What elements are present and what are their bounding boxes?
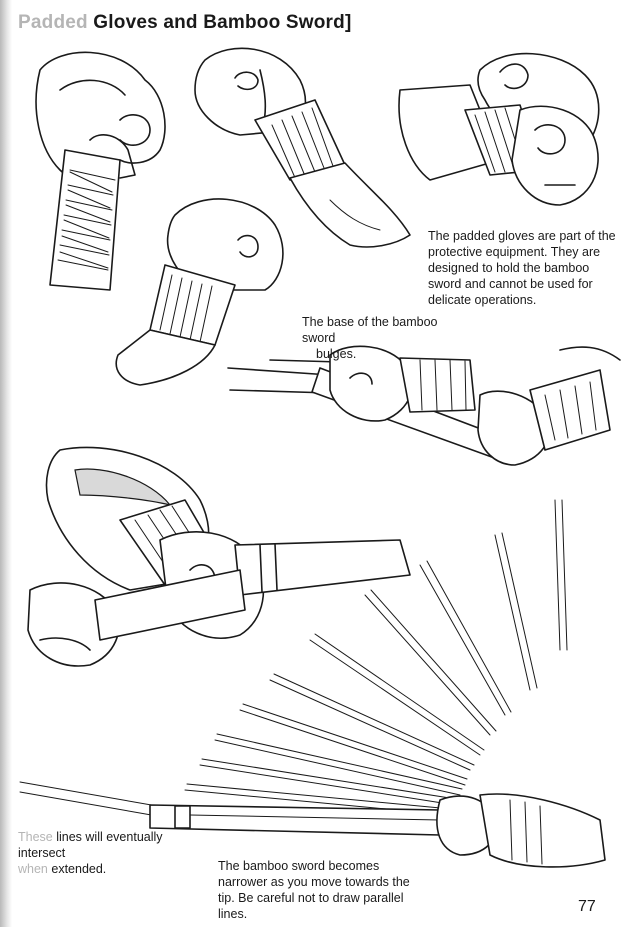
caption-sword-narrowing: The bamboo sword becomes narrower as you… [218, 859, 410, 921]
title-faded-prefix: Padded [18, 12, 88, 33]
title-text: Gloves and Bamboo Sword] [87, 12, 352, 33]
long-bamboo-sword-illustration [19, 781, 606, 868]
page-title: Padded Gloves and Bamboo Sword] [18, 12, 351, 34]
caption-intersecting-lines: These lines will eventually intersect wh… [18, 829, 208, 877]
hand-gripping-sword-illustration [227, 345, 621, 466]
caption-lines-text-1: lines will eventually intersect [18, 830, 163, 860]
caption-lines-faded-1: These [18, 830, 53, 844]
caption-padded-gloves: The padded gloves are part of the protec… [428, 229, 616, 307]
glove-illustration-top-center [194, 47, 411, 248]
glove-illustration-middle-left [115, 198, 284, 386]
caption-sword-base-line2: bulges. [316, 347, 357, 361]
caption-lines-faded-2: when [18, 862, 48, 876]
glove-illustration-top-left [35, 51, 166, 291]
glove-illustration-top-right [398, 52, 600, 206]
glove-closeup-illustration [27, 446, 411, 667]
page-number: 77 [578, 898, 596, 915]
caption-lines-text-2: extended. [47, 862, 107, 876]
caption-sword-base: The base of the bamboo sword bulges. [302, 314, 472, 362]
caption-sword-base-line1: The base of the bamboo sword [302, 315, 438, 345]
book-spine-shadow [0, 0, 12, 927]
bamboo-sword-fan-illustration [184, 499, 568, 816]
